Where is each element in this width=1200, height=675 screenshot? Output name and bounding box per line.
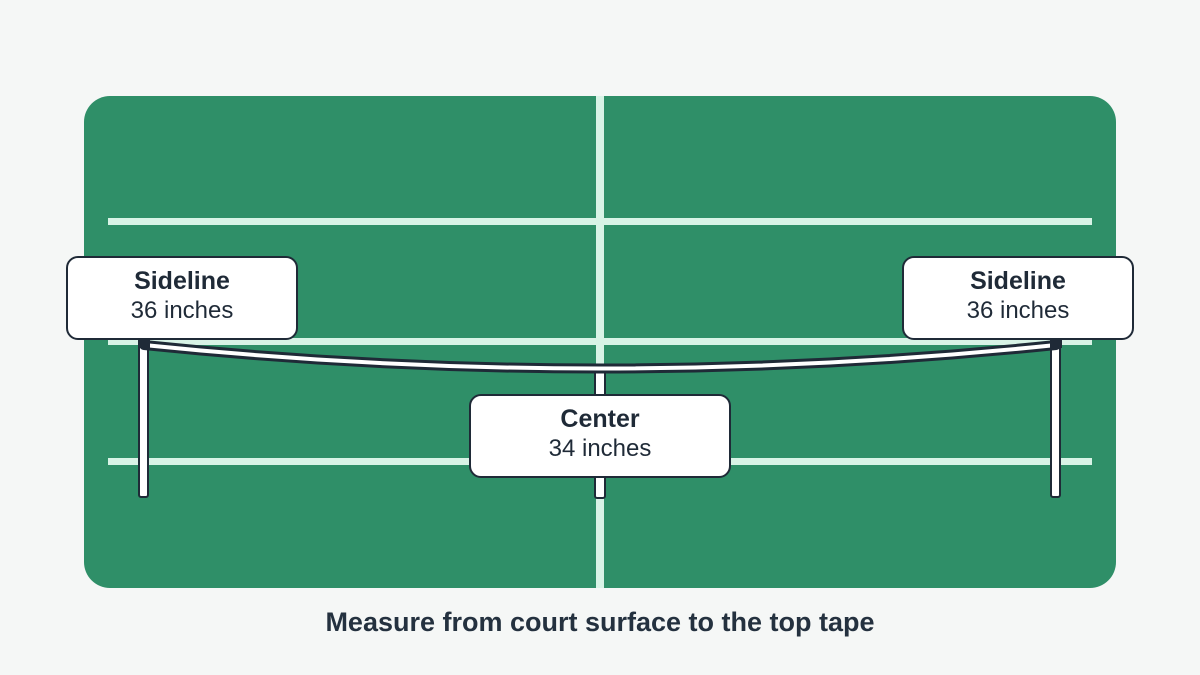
callout-left-title: Sideline [134, 267, 230, 295]
callout-sideline-right: Sideline 36 inches [902, 256, 1134, 340]
court-line-mid [108, 338, 1092, 345]
post-cap-left [138, 338, 150, 348]
callout-sideline-left: Sideline 36 inches [66, 256, 298, 340]
post-cap-right [1050, 338, 1062, 348]
service-line-top [108, 218, 1092, 225]
callout-right-title: Sideline [970, 267, 1066, 295]
callout-center-value: 34 inches [548, 435, 652, 462]
callout-left-value: 36 inches [130, 297, 234, 324]
net-tape [142, 343, 1058, 371]
callout-right-value: 36 inches [966, 297, 1070, 324]
net-post-right [1050, 344, 1061, 498]
net-post-left [138, 344, 149, 498]
diagram-caption: Measure from court surface to the top ta… [325, 607, 875, 637]
callout-center-title: Center [560, 405, 640, 433]
callout-center: Center 34 inches [469, 394, 731, 478]
